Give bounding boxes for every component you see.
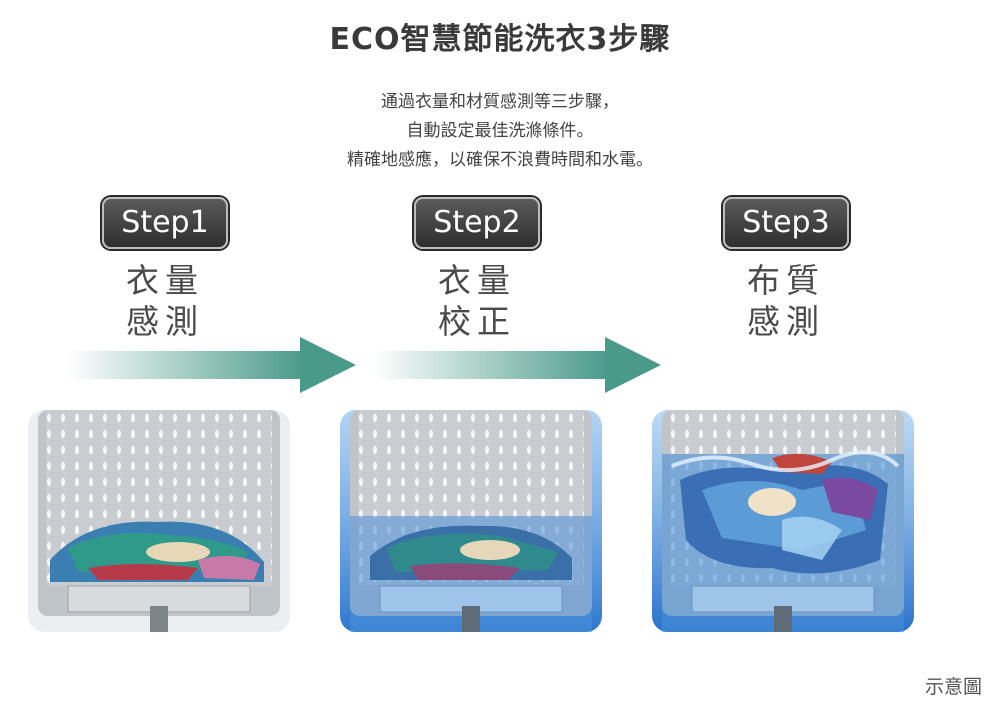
description: 通過衣量和材質感測等三步驟， 自動設定最佳洗滌條件。 精確地感應，以確保不浪費時… xyxy=(0,88,1000,175)
step-label: 衣量 感測 xyxy=(102,260,228,342)
description-line: 精確地感應，以確保不浪費時間和水電。 xyxy=(347,150,653,170)
step-label-line: 衣量 xyxy=(126,261,204,300)
step-label-line: 感測 xyxy=(126,302,204,341)
step-label-line: 校正 xyxy=(438,302,516,341)
washer-drum-illustration xyxy=(28,410,290,632)
arrow-right-icon xyxy=(373,337,661,393)
footnote: 示意圖 xyxy=(924,676,982,698)
step-label-line: 感測 xyxy=(747,302,825,341)
step-badge: Step2 xyxy=(414,197,540,249)
description-line: 通過衣量和材質感測等三步驟， xyxy=(381,92,619,112)
arrow-right-icon xyxy=(68,337,356,393)
step-label: 布質 感測 xyxy=(723,260,849,342)
step-label: 衣量 校正 xyxy=(414,260,540,342)
description-line: 自動設定最佳洗滌條件。 xyxy=(406,121,594,141)
page-title: ECO智慧節能洗衣3步驟 xyxy=(329,22,671,57)
washer-drum-illustration xyxy=(340,410,602,632)
step-label-line: 衣量 xyxy=(438,261,516,300)
washer-drum-illustration xyxy=(652,410,914,632)
step-badge: Step3 xyxy=(723,197,849,249)
step-label-line: 布質 xyxy=(747,261,825,300)
step-badge: Step1 xyxy=(102,197,228,249)
